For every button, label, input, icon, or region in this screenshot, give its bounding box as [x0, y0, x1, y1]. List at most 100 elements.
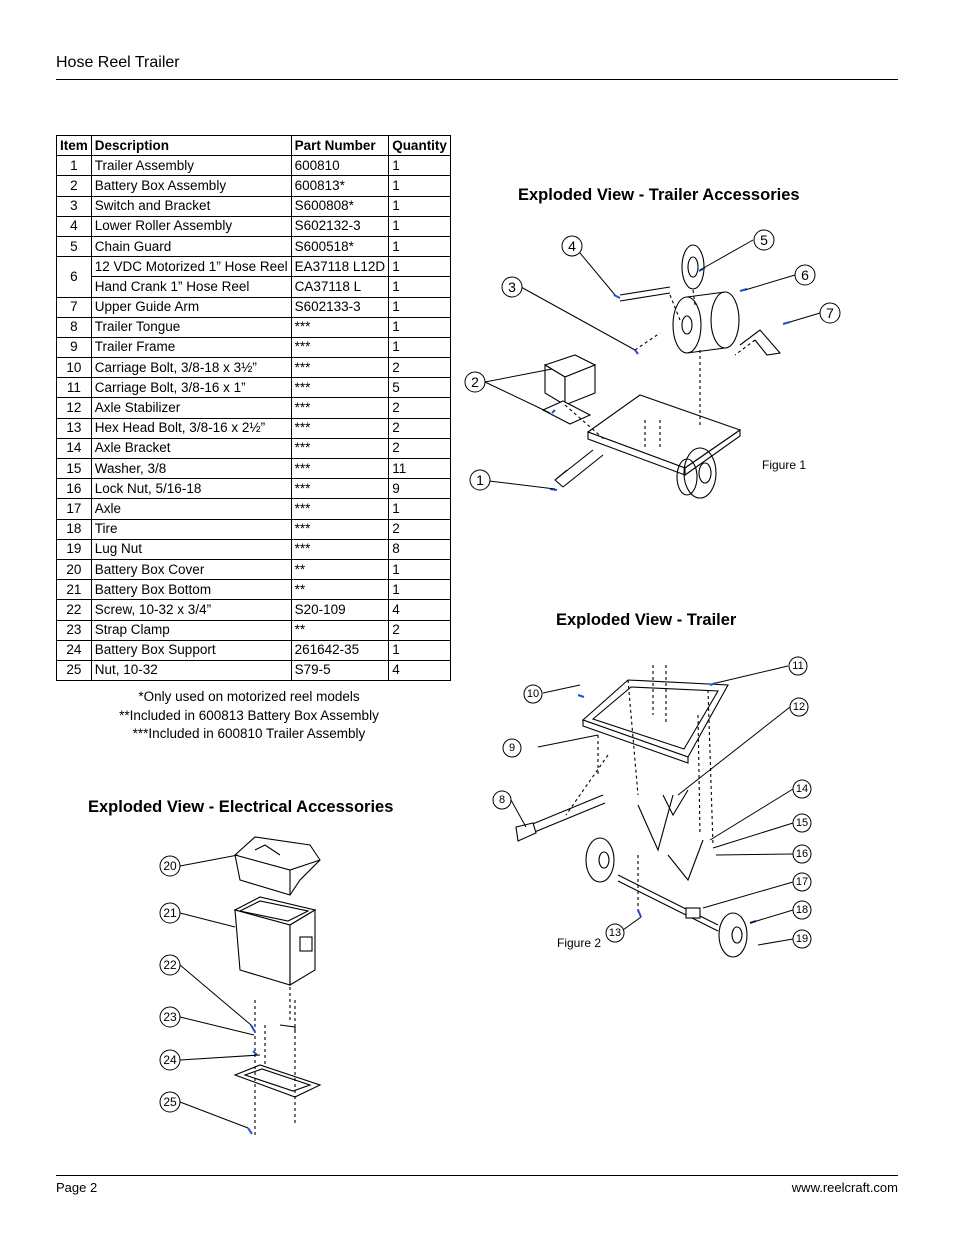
svg-text:1: 1 [476, 472, 484, 488]
footer-url[interactable]: www.reelcraft.com [791, 1180, 898, 1195]
cell-description: Washer, 3/8 [90, 457, 292, 480]
cell-quantity: 9 [388, 478, 451, 500]
callout-5: 5 [753, 229, 775, 251]
cell-part-number: *** [290, 357, 390, 379]
cell-part-number: S600518* [290, 235, 390, 258]
cell-quantity: 1 [388, 296, 451, 318]
cell-description: Strap Clamp [90, 619, 292, 641]
callout-17: 17 [792, 872, 812, 892]
cell-part-number: *** [290, 538, 390, 560]
heading-trailer: Exploded View - Trailer [556, 611, 737, 629]
callout-3: 3 [501, 276, 523, 298]
svg-text:23: 23 [163, 1010, 177, 1024]
cell-part-number: 261642-35 [290, 639, 390, 661]
cell-item: 15 [56, 457, 92, 480]
document-title: Hose Reel Trailer [56, 54, 180, 71]
cell-description: Screw, 10-32 x 3/4” [90, 599, 292, 621]
cell-description: Axle Stabilizer [90, 397, 292, 419]
cell-item: 13 [56, 417, 92, 439]
cell-part-number: CA37118 L [290, 276, 390, 298]
svg-text:21: 21 [163, 906, 177, 920]
callout-22: 22 [159, 954, 181, 976]
callout-23: 23 [159, 1006, 181, 1028]
note-battery-box: **Included in 600813 Battery Box Assembl… [119, 707, 379, 723]
callout-4: 4 [561, 235, 583, 257]
cell-part-number: *** [290, 437, 390, 460]
cell-quantity: 1 [388, 276, 451, 298]
cell-part-number: *** [290, 457, 390, 480]
svg-text:20: 20 [163, 859, 177, 873]
cell-part-number: *** [290, 397, 390, 419]
callout-12: 12 [789, 697, 809, 717]
trailer-accessories-diagram: 1 2 3 4 5 6 7 [464, 229, 841, 499]
note-motorized: *Only used on motorized reel models [138, 689, 360, 704]
svg-text:9: 9 [509, 742, 515, 754]
cell-item: 20 [56, 558, 92, 581]
cell-description: 12 VDC Motorized 1” Hose Reel [90, 256, 292, 278]
figure-2-label: Figure 2 [557, 936, 602, 950]
svg-text:24: 24 [163, 1053, 177, 1067]
cell-description: Switch and Bracket [90, 195, 292, 217]
callout-7: 7 [819, 302, 841, 324]
cell-quantity: 11 [388, 457, 451, 480]
cell-description: Battery Box Assembly [90, 175, 292, 197]
cell-quantity: 1 [388, 639, 451, 661]
cell-part-number: S79-5 [290, 659, 390, 682]
cell-description: Trailer Assembly [90, 155, 292, 177]
cell-item: 12 [56, 397, 92, 419]
cell-description: Axle Bracket [90, 437, 292, 460]
cell-part-number: ** [290, 619, 390, 641]
cell-quantity: 1 [388, 316, 451, 338]
col-header-part-number: Part Number [290, 134, 390, 157]
cell-description: Chain Guard [90, 235, 292, 258]
svg-text:10: 10 [527, 688, 539, 700]
svg-text:14: 14 [796, 783, 808, 795]
cell-item: 24 [56, 639, 92, 661]
cell-part-number: *** [290, 316, 390, 338]
cell-part-number: ** [290, 558, 390, 581]
cell-item: 3 [56, 195, 92, 217]
callout-13: 13 [605, 923, 625, 943]
cell-part-number: *** [290, 417, 390, 439]
col-header-description: Description [90, 134, 292, 157]
cell-part-number: *** [290, 478, 390, 500]
cell-part-number: *** [290, 377, 390, 399]
cell-quantity: 4 [388, 599, 451, 621]
cell-part-number: 600810 [290, 155, 390, 177]
svg-text:7: 7 [826, 305, 834, 321]
cell-quantity: 5 [388, 377, 451, 399]
heading-trailer-accessories: Exploded View - Trailer Accessories [518, 186, 800, 204]
heading-electrical-accessories: Exploded View - Electrical Accessories [88, 798, 394, 816]
cell-quantity: 2 [388, 619, 451, 641]
svg-text:12: 12 [793, 701, 805, 713]
cell-description: Tire [90, 518, 292, 540]
cell-part-number: S602133-3 [290, 296, 390, 318]
callout-20: 20 [159, 855, 181, 877]
callout-21: 21 [159, 902, 181, 924]
callout-14: 14 [792, 779, 812, 799]
cell-description: Trailer Tongue [90, 316, 292, 338]
cell-item: 23 [56, 619, 92, 641]
cell-description: Battery Box Cover [90, 558, 292, 581]
cell-quantity: 1 [388, 175, 451, 197]
cell-item: 18 [56, 518, 92, 540]
cell-item: 19 [56, 538, 92, 560]
svg-text:5: 5 [760, 232, 768, 248]
cell-quantity: 4 [388, 659, 451, 682]
cell-quantity: 2 [388, 437, 451, 460]
cell-part-number: ** [290, 579, 390, 601]
cell-quantity: 1 [388, 558, 451, 581]
callout-10: 10 [523, 684, 543, 704]
cell-part-number: S602132-3 [290, 215, 390, 237]
cell-item: 7 [56, 296, 92, 318]
